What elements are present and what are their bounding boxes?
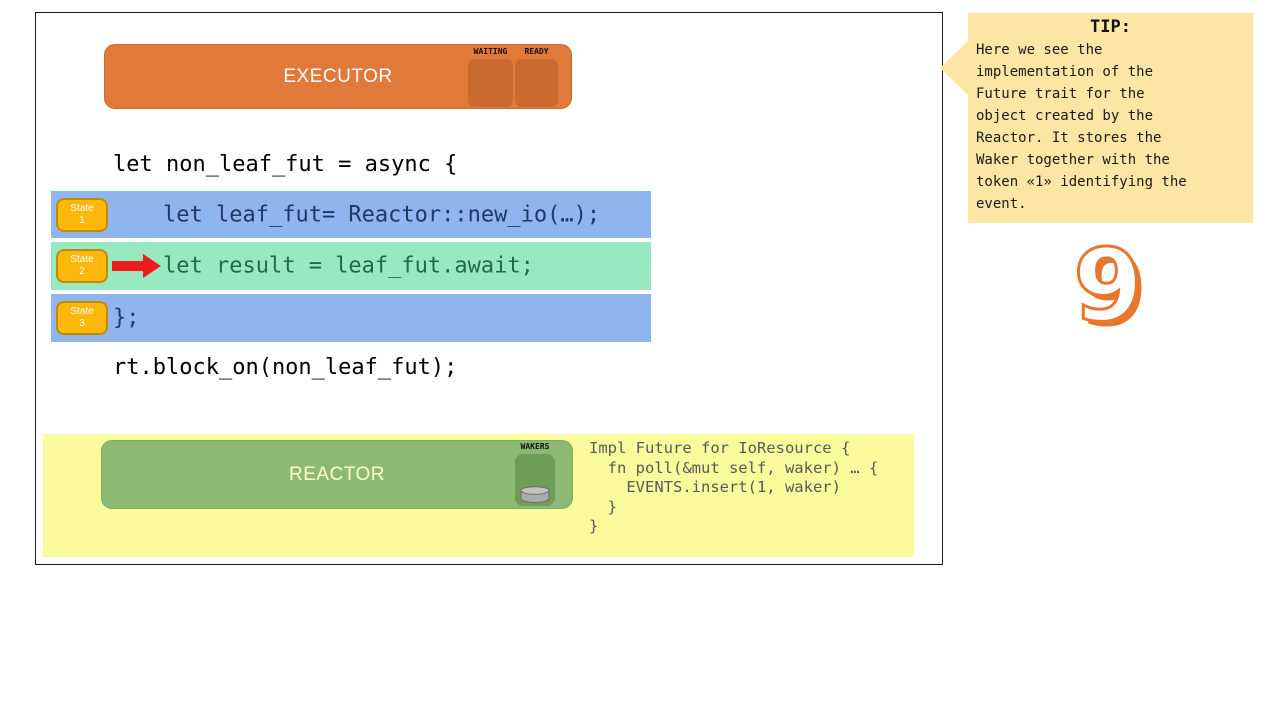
code-line-state-3: }; (113, 305, 140, 331)
reactor-label: REACTOR (288, 463, 386, 485)
tip-callout: TIP: Here we see the implementation of t… (940, 13, 1253, 223)
wakers-box (515, 454, 555, 506)
reactor-box: REACTOR WAKERS (101, 440, 573, 509)
state-badge-number: 2 (79, 266, 85, 277)
ready-queue-label: READY (524, 47, 549, 56)
code-line-block-on: rt.block_on(non_leaf_fut); (113, 355, 458, 380)
database-cylinder-icon (520, 486, 550, 503)
reactor-panel: REACTOR WAKERS Impl Future for IoResourc… (43, 434, 914, 557)
state-badge-title: State (70, 306, 94, 317)
state-badge-number: 1 (79, 215, 85, 226)
state-badge-number: 3 (79, 318, 85, 329)
code-line-state-1: let leaf_fut= Reactor::new_io(…); (163, 202, 601, 227)
code-line-state-2: let result = leaf_fut.await; (163, 253, 534, 279)
waiting-queue-box (468, 59, 513, 107)
ready-queue-box (515, 59, 558, 107)
code-line-async-open: let non_leaf_fut = async { (113, 152, 458, 177)
current-state-arrow-icon (112, 254, 161, 278)
tip-title: TIP: (1090, 17, 1131, 37)
page-number: 9 (1072, 227, 1145, 344)
state-row-1: State 1 let leaf_fut= Reactor::new_io(…)… (51, 191, 651, 238)
tip-callout-pointer (940, 40, 969, 96)
wakers-label: WAKERS (520, 442, 550, 451)
state-2-badge: State 2 (56, 249, 108, 283)
executor-box: EXECUTOR WAITING READY (104, 44, 572, 109)
state-row-3: State 3 }; (51, 294, 651, 342)
tip-body: Here we see the implementation of the Fu… (976, 42, 1187, 212)
executor-label: EXECUTOR (283, 65, 393, 87)
state-3-badge: State 3 (56, 301, 108, 335)
state-1-badge: State 1 (56, 198, 108, 232)
state-badge-title: State (70, 254, 94, 265)
waiting-queue-label: WAITING (473, 47, 508, 56)
main-diagram-frame: EXECUTOR WAITING READY let non_leaf_fut … (35, 12, 943, 565)
state-row-2: State 2 let result = leaf_fut.await; (51, 242, 651, 290)
reactor-impl-code: Impl Future for IoResource { fn poll(&mu… (589, 439, 879, 535)
state-badge-title: State (70, 203, 94, 214)
